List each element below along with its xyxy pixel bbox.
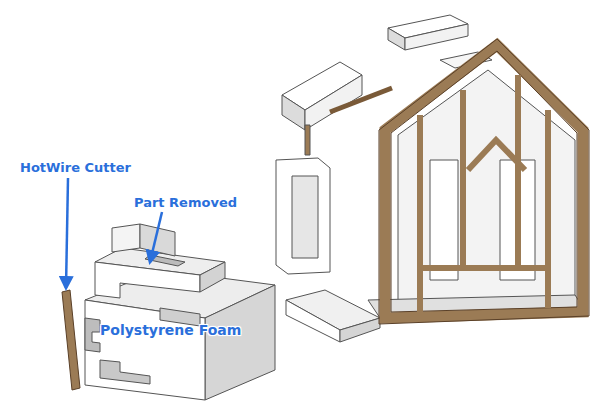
- rail: [420, 265, 548, 271]
- frame-edge: [391, 51, 577, 312]
- window-opening: [292, 176, 318, 258]
- gable-frame: [385, 45, 583, 318]
- stud: [460, 90, 466, 268]
- window-panel: [276, 158, 330, 274]
- removed-front: [95, 262, 200, 298]
- callout-label: HotWire Cutter: [20, 160, 131, 175]
- sill-piece: [286, 300, 340, 342]
- foam-front: [85, 300, 205, 400]
- timber-frame: [385, 45, 583, 318]
- roof-piece: [282, 95, 305, 130]
- stud: [515, 75, 521, 268]
- removed-side: [200, 262, 225, 292]
- cut-slot: [85, 318, 100, 352]
- ridge-piece: [388, 28, 405, 50]
- leader-line: [150, 212, 162, 262]
- hotwire-cutter: [62, 290, 80, 390]
- ridge-piece: [405, 24, 468, 50]
- callout-label: Polystyrene Foam: [100, 322, 241, 338]
- removed-ridge: [112, 224, 140, 252]
- callout-label: Part Removed: [134, 195, 237, 210]
- stud: [545, 110, 551, 308]
- frame-edge: [379, 39, 589, 324]
- foam-side: [205, 285, 275, 400]
- inner-gable: [468, 140, 525, 170]
- stud: [417, 115, 423, 312]
- timber-rod: [305, 125, 310, 155]
- sill-piece: [340, 318, 380, 342]
- leader-line: [66, 178, 68, 288]
- timber-rod: [330, 88, 392, 112]
- cut-slot: [100, 360, 150, 384]
- wall-panel: [430, 160, 458, 280]
